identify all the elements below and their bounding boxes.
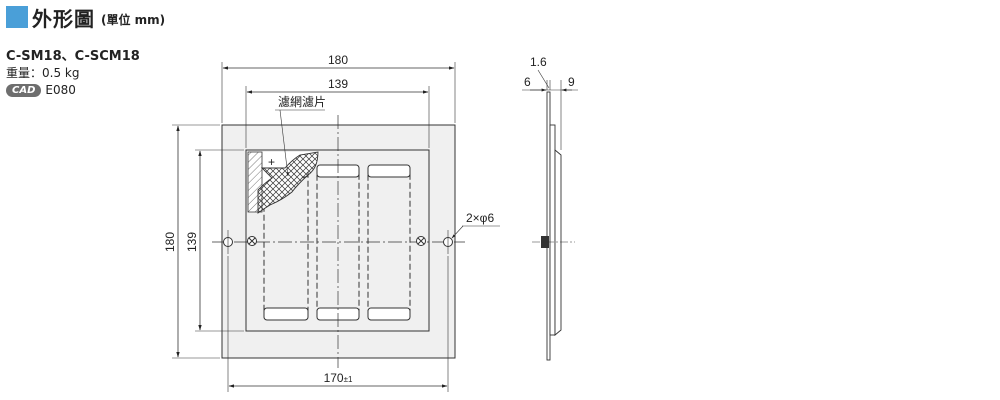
cross-marker: + [268, 155, 275, 169]
dim-outer-height: 180 [163, 232, 177, 252]
mounting-hole-left [223, 230, 233, 254]
cad-row: CAD E080 [6, 82, 140, 99]
side-plate [546, 91, 551, 361]
section-marker-square [6, 6, 28, 28]
cad-badge[interactable]: CAD [6, 84, 42, 97]
dim-outer-width: 180 [328, 53, 348, 67]
dim-hole-pitch: 170 [324, 371, 344, 385]
section-title: 外形圖 [32, 6, 95, 31]
side-flange [549, 124, 556, 336]
front-view: + [163, 53, 500, 392]
side-dim-right: 9 [568, 75, 575, 89]
side-dim-left: 6 [524, 75, 531, 89]
section-header: 外形圖 (單位 mm) [6, 4, 166, 31]
side-dim-total: 1.6 [530, 55, 547, 69]
side-body [554, 149, 562, 336]
weight-text: 重量：0.5 kg [6, 66, 80, 80]
product-info: C-SM18、C-SCM18 重量：0.5 kg CAD E080 [6, 48, 140, 99]
filter-label: 濾網濾片 [278, 94, 326, 109]
side-screw [541, 236, 549, 248]
dim-hole-pitch-group: 170±1 [324, 371, 353, 385]
screw-right [416, 236, 426, 246]
dim-hole-pitch-tolerance: ±1 [344, 375, 353, 384]
mounting-hole-right [443, 230, 453, 254]
side-dim-total-leader [537, 69, 550, 89]
dim-inner-height: 139 [185, 232, 199, 252]
extension-lines [172, 62, 456, 392]
vent-slot-3 [367, 164, 411, 321]
cad-code[interactable]: E080 [45, 83, 76, 97]
model-names: C-SM18、C-SCM18 [6, 49, 140, 64]
cutaway-detail: + [247, 151, 320, 214]
unit-note: (單位 mm) [101, 12, 166, 27]
side-view: 1.6 6 9 [522, 55, 578, 361]
screw-left [247, 236, 257, 246]
hole-leader-arrow [451, 225, 464, 239]
dim-inner-width: 139 [328, 77, 348, 91]
hole-callout: 2×φ6 [466, 211, 494, 225]
filter-leader-arrow [279, 109, 289, 177]
